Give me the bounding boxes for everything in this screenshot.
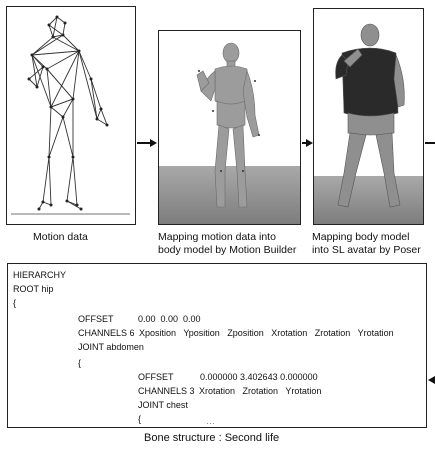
hierarchy-keyword: HIERARCHY — [13, 270, 66, 281]
caption-bone-structure: Bone structure : Second life — [144, 432, 279, 445]
caption-mapping-motion-line2: body model by Motion Builder — [158, 244, 308, 257]
caption-mapping-body-line2: into SL avatar by Poser — [312, 244, 432, 257]
channels-values-abdomen: Xrotation Zrotation Yrotation — [199, 386, 321, 397]
flow-arrow-2-head — [306, 139, 313, 147]
flow-arrow-into-hierarchy — [428, 376, 435, 384]
caption-mapping-motion: Mapping motion data into body model by M… — [158, 231, 308, 256]
stick-figure-illustration — [7, 7, 134, 223]
flow-arrow-1 — [137, 142, 151, 144]
offset-label-abdomen: OFFSET — [138, 372, 174, 383]
offset-label-root: OFFSET — [78, 314, 114, 325]
brace-open-abdomen: { — [78, 358, 81, 369]
caption-motion-data: Motion data — [33, 231, 88, 244]
offset-values-abdomen: 0.000000 3.402643 0.000000 — [200, 372, 318, 383]
brace-open-chest: { — [138, 414, 141, 425]
offset-values-root: 0.00 0.00 0.00 — [138, 314, 201, 325]
channels-values-root: Xposition Yposition Zposition Xrotation … — [139, 328, 394, 339]
flow-arrow-1-head — [150, 139, 157, 147]
caption-mapping-body: Mapping body model into SL avatar by Pos… — [312, 231, 432, 256]
ellipsis: … — [206, 416, 215, 427]
motion-data-panel — [6, 6, 136, 225]
root-line: ROOT hip — [13, 284, 53, 295]
caption-mapping-body-line1: Mapping body model — [312, 231, 432, 244]
joint-abdomen: JOINT abdomen — [78, 342, 144, 353]
brace-open-root: { — [13, 298, 16, 309]
flow-arrow-3 — [425, 142, 435, 144]
channels-label-abdomen: CHANNELS 3 — [138, 386, 195, 397]
body-model-figure — [159, 31, 299, 223]
caption-mapping-motion-line1: Mapping motion data into — [158, 231, 308, 244]
joint-chest: JOINT chest — [138, 400, 188, 411]
sl-avatar-figure — [314, 9, 422, 223]
channels-label-root: CHANNELS 6 — [78, 328, 135, 339]
hierarchy-box: HIERARCHY ROOT hip { OFFSET 0.00 0.00 0.… — [7, 263, 427, 428]
body-model-panel — [158, 30, 301, 225]
sl-avatar-panel — [313, 8, 424, 225]
